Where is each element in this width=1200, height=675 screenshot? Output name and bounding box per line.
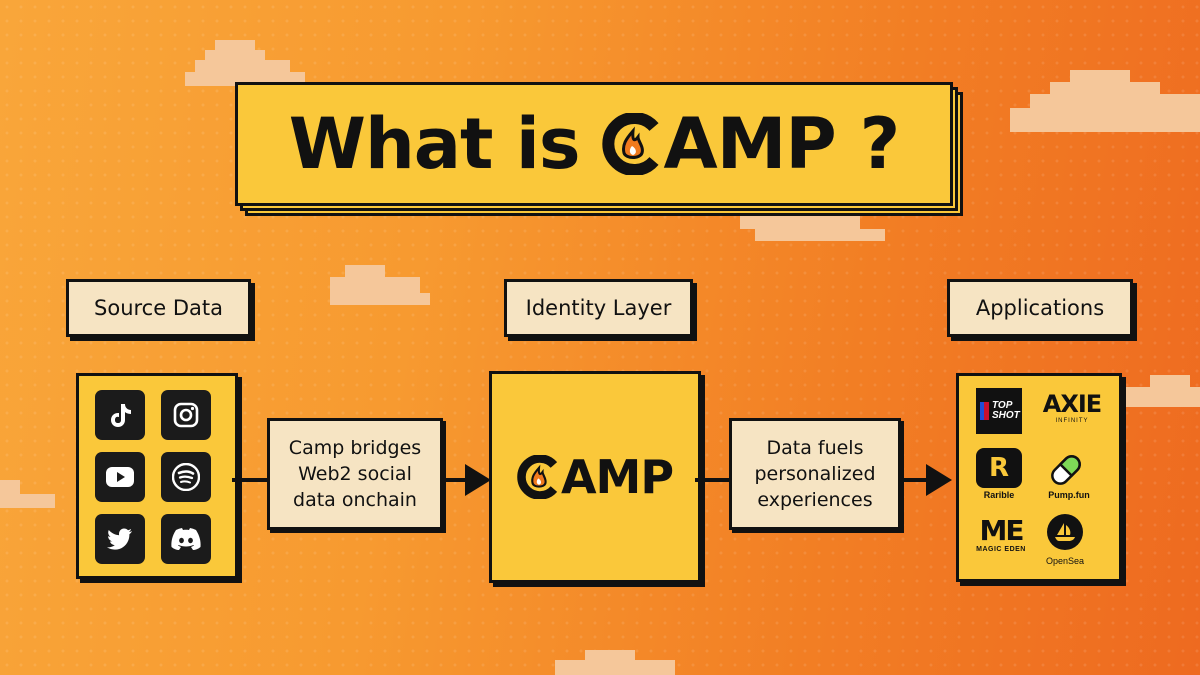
applications-label: Applications <box>947 279 1133 337</box>
title-suffix: ? <box>859 103 901 185</box>
source-data-panel <box>76 373 238 579</box>
arrow-head-1 <box>465 464 491 496</box>
rarible-logo: R <box>976 448 1022 488</box>
applications-label-text: Applications <box>975 296 1105 320</box>
tiktok-icon <box>95 390 145 440</box>
axie-subtext: INFINITY <box>1055 418 1089 424</box>
center-camp-logo: AMP <box>517 450 674 504</box>
camp-c-flame-icon <box>601 113 659 175</box>
opensea-text: OpenSea <box>1045 556 1085 566</box>
axie-logo: AXIE INFINITY <box>1036 390 1108 434</box>
arrow-head-2 <box>926 464 952 496</box>
magiceden-text: MAGIC EDEN <box>976 546 1026 553</box>
step2-line-3: experiences <box>757 489 873 511</box>
step2-line-2: personalized <box>754 463 876 485</box>
center-brand: AMP <box>560 450 674 504</box>
instagram-icon <box>161 390 211 440</box>
identity-layer-label-text: Identity Layer <box>525 296 672 320</box>
youtube-icon <box>95 452 145 502</box>
topshot-logo: TOP SHOT <box>976 388 1022 434</box>
step1-caption: Camp bridges Web2 social data onchain <box>267 418 443 530</box>
topshot-text: TOP SHOT <box>992 400 1020 421</box>
axie-text: AXIE <box>1042 390 1102 418</box>
step2-caption: Data fuels personalized experiences <box>729 418 901 530</box>
rarible-text: Rarible <box>983 490 1015 500</box>
title-brand: AMP <box>663 103 837 185</box>
step1-line-1: Camp bridges <box>288 437 422 459</box>
identity-layer-panel: AMP <box>489 371 701 583</box>
magiceden-logo: ME MAGIC EDEN <box>975 514 1027 554</box>
title-banner: What is AMP ? <box>235 82 963 216</box>
page-title: What is AMP ? <box>288 103 901 185</box>
rarible-r-icon: R <box>988 453 1010 483</box>
spotify-icon <box>161 452 211 502</box>
title-prefix: What is <box>288 103 581 185</box>
discord-icon <box>161 514 211 564</box>
magiceden-me-icon: ME <box>979 514 1025 547</box>
source-data-label-text: Source Data <box>94 296 223 320</box>
pumpfun-icon <box>1048 452 1084 493</box>
step1-line-2: Web2 social <box>298 463 412 485</box>
applications-panel: TOP SHOT AXIE INFINITY R Rarible Pump.fu… <box>956 373 1122 582</box>
opensea-icon <box>1047 514 1083 550</box>
camp-c-flame-icon <box>517 455 558 499</box>
step1-line-3: data onchain <box>293 489 417 511</box>
twitter-icon <box>95 514 145 564</box>
source-data-label: Source Data <box>66 279 251 337</box>
identity-layer-label: Identity Layer <box>504 279 693 337</box>
title-camp-logo: AMP <box>601 103 837 185</box>
step2-line-1: Data fuels <box>766 437 864 459</box>
pumpfun-text: Pump.fun <box>1048 490 1090 500</box>
